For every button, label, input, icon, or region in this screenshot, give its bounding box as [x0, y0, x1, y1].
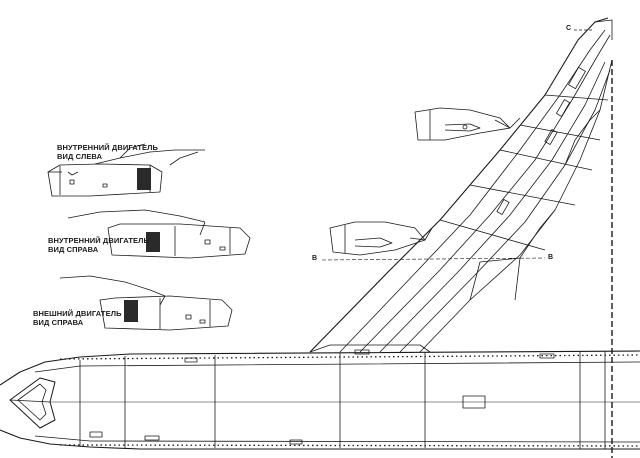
engine-inner-right-label-line2: ВИД СПРАВА: [48, 245, 99, 254]
wing-engine-outer: [414, 107, 511, 141]
engine-inner-right-label: ВНУТРЕННИЙ ДВИГАТЕЛЬ ВИД СПРАВА: [48, 236, 149, 254]
engine-inner-left-view: [47, 143, 205, 197]
section-mark-c: C: [566, 25, 572, 32]
engine-outer-right-label: ВНЕШНИЙ ДВИГАТЕЛЬ ВИД СПРАВА: [33, 309, 122, 327]
engine-inner-right-label-line1: ВНУТРЕННИЙ ДВИГАТЕЛЬ: [48, 236, 149, 245]
section-mark-b-left: B: [312, 255, 318, 262]
fuselage: [0, 344, 640, 450]
engine-outer-right-view: [59, 275, 233, 331]
engine-outer-right-label-line1: ВНЕШНИЙ ДВИГАТЕЛЬ: [33, 309, 122, 318]
section-mark-b-right: B: [548, 254, 554, 261]
wing: [309, 17, 613, 353]
engine-inner-right-view: [67, 209, 251, 259]
engine-inner-left-label-line1: ВНУТРЕННИЙ ДВИГАТЕЛЬ: [57, 143, 158, 152]
engine-outer-right-label-line2: ВИД СПРАВА: [33, 318, 84, 327]
engine-inner-left-label: ВНУТРЕННИЙ ДВИГАТЕЛЬ ВИД СЛЕВА: [57, 143, 158, 161]
engine-inner-left-label-line2: ВИД СЛЕВА: [57, 152, 103, 161]
wing-engine-inner: [329, 221, 426, 256]
